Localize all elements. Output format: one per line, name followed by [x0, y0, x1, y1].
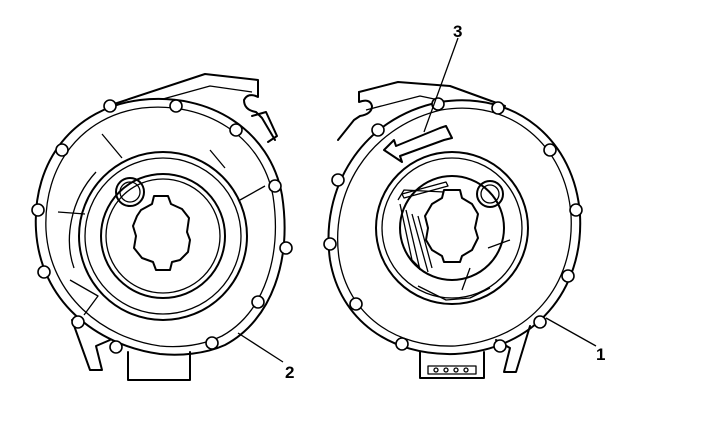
- callout-3-label: 3: [453, 22, 462, 41]
- clockspring-front-view: [323, 37, 597, 379]
- callout-1-label: 1: [596, 345, 605, 364]
- clockspring-rear-view: [31, 73, 293, 381]
- callout-2-label: 2: [285, 363, 294, 382]
